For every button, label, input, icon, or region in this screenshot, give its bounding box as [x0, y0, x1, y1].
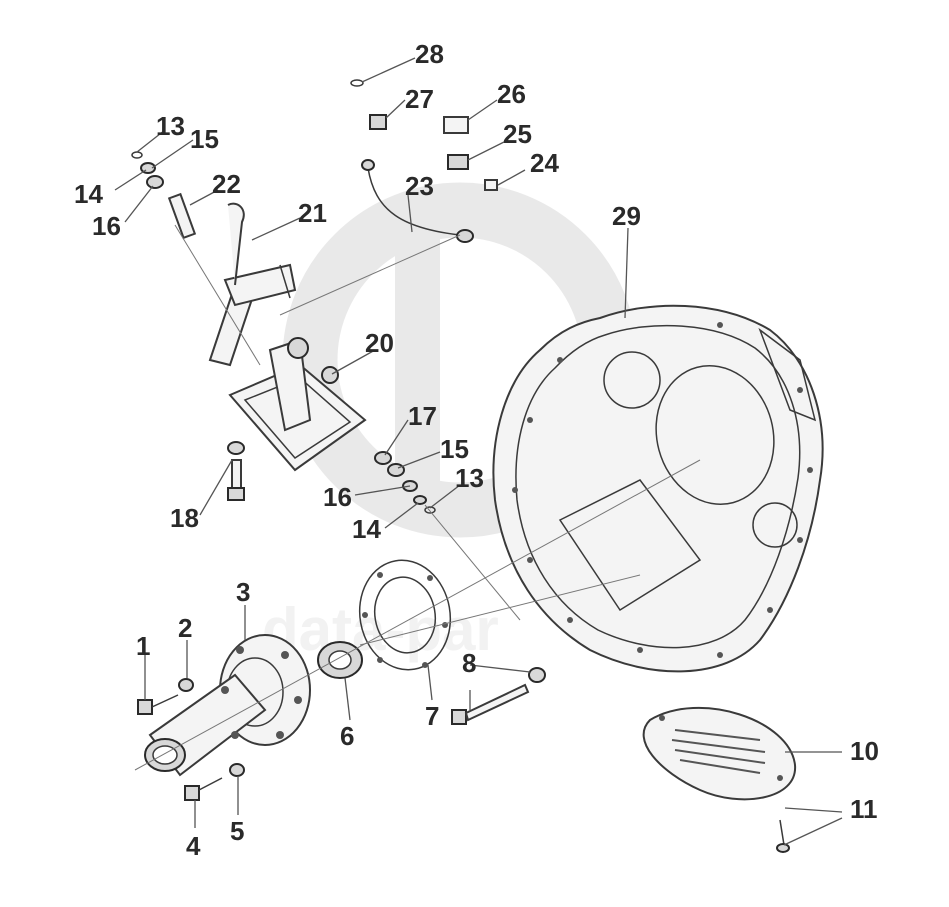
fitting-25 [447, 154, 469, 170]
part-label-24: 24 [530, 148, 559, 178]
bolt-18 [227, 441, 245, 501]
fitting-26 [443, 116, 469, 134]
fitting-24 [484, 179, 498, 191]
nut-27 [369, 114, 387, 130]
bolt-8 [451, 667, 546, 725]
part-labels: 1 2 3 4 5 6 7 8 10 11 13 13 14 14 15 15 … [74, 39, 879, 861]
seal-ring [317, 641, 363, 679]
washer-5 [229, 763, 245, 777]
input-shaft-flange [144, 634, 311, 777]
part-label-4: 4 [186, 831, 201, 861]
assembly-axes [134, 224, 701, 771]
part-label-10: 10 [850, 736, 879, 766]
part-label-22: 22 [212, 169, 241, 199]
leader-lines [114, 57, 843, 846]
part-label-8: 8 [462, 648, 476, 678]
part-label-15-upper: 15 [190, 124, 219, 154]
hose-23 [361, 159, 474, 243]
cover-plate [642, 706, 797, 801]
part-label-2: 2 [178, 613, 192, 643]
gasket [358, 559, 452, 671]
part-label-25: 25 [503, 119, 532, 149]
part-label-13-lower: 13 [455, 463, 484, 493]
washer-28 [350, 79, 364, 87]
part-label-27: 27 [405, 84, 434, 114]
pin-22 [167, 192, 197, 240]
watermark-text: data-par [262, 596, 499, 663]
part-label-28: 28 [415, 39, 444, 69]
seal-stack-left [131, 151, 164, 189]
part-label-26: 26 [497, 79, 526, 109]
part-label-6: 6 [340, 721, 354, 751]
part-label-16-lower: 16 [323, 482, 352, 512]
part-label-14-upper: 14 [74, 179, 103, 209]
part-label-20: 20 [365, 328, 394, 358]
part-label-15-lower: 15 [440, 434, 469, 464]
part-label-18: 18 [170, 503, 199, 533]
part-label-23: 23 [405, 171, 434, 201]
part-label-14-lower: 14 [352, 514, 381, 544]
washer-2 [178, 678, 194, 692]
bolt-1 [137, 694, 179, 715]
part-label-16-upper: 16 [92, 211, 121, 241]
part-label-11: 11 [850, 794, 878, 824]
part-label-21: 21 [298, 198, 327, 228]
part-label-29: 29 [612, 201, 641, 231]
part-label-7: 7 [425, 701, 439, 731]
part-label-5: 5 [230, 816, 244, 846]
bolt-4 [184, 777, 223, 801]
shift-cover [228, 337, 367, 472]
shift-fork [208, 202, 297, 367]
part-label-13-upper: 13 [156, 111, 185, 141]
part-label-17: 17 [408, 401, 437, 431]
part-label-3: 3 [236, 577, 250, 607]
bell-housing [492, 304, 824, 673]
screw-11 [776, 819, 790, 853]
housing-bolt-holes [512, 322, 813, 658]
part-label-1: 1 [136, 631, 150, 661]
